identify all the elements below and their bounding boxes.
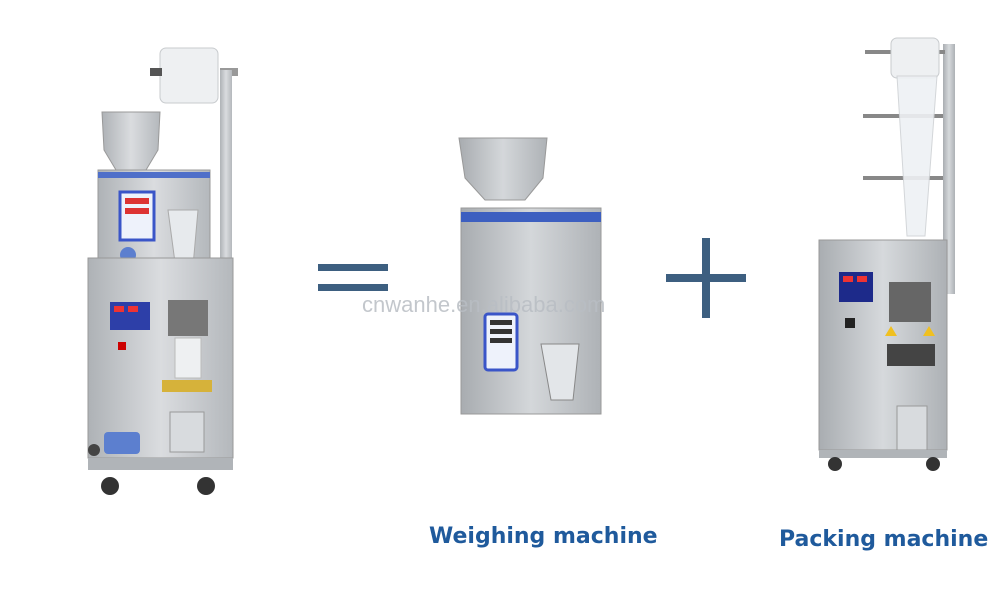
weighing-machine-image [458,137,602,415]
equals-icon [318,264,388,291]
packing-machine-caption: Packing machine [779,527,989,552]
plus-icon [666,238,746,318]
packing-machine-image [818,37,955,471]
weighing-machine-caption: Weighing machine [429,524,658,549]
combined-weighing-packing-machine-image [87,47,238,495]
watermark-text: cnwanhe.en.alibaba.com [362,292,606,317]
